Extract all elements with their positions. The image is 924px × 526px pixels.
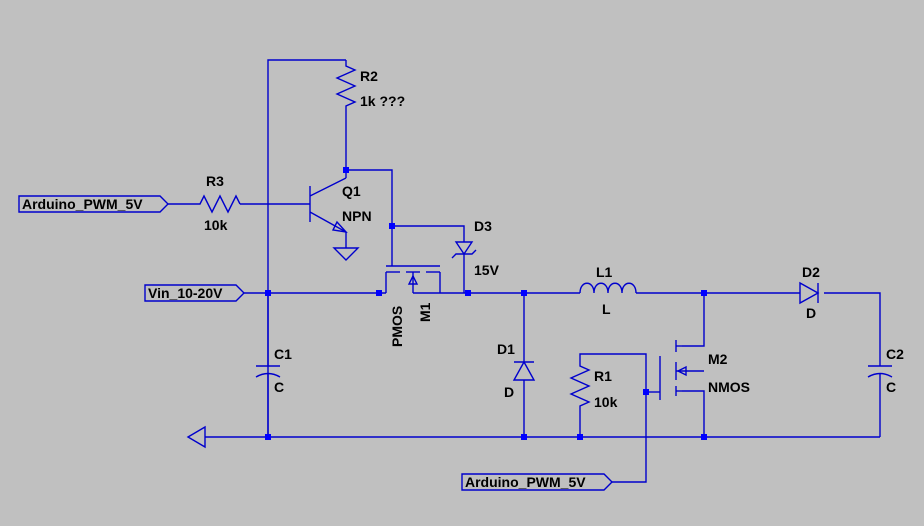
wire-collector-node xyxy=(346,169,393,226)
port-vin-label: Vin_10-20V xyxy=(148,285,223,301)
q1-value: NPN xyxy=(342,208,372,224)
port-pwm-bottom[interactable]: Arduino_PWM_5V xyxy=(461,473,613,491)
c2-value: C xyxy=(886,379,896,395)
d2-value: D xyxy=(806,305,816,321)
diode-d1[interactable]: D1 D xyxy=(497,341,536,400)
r2-ref: R2 xyxy=(360,68,378,84)
port-pwm-left-label: Arduino_PWM_5V xyxy=(22,196,143,212)
r1-value: 10k xyxy=(594,394,618,410)
m1-value: PMOS xyxy=(389,306,405,347)
wires xyxy=(168,59,881,483)
q1-ref: Q1 xyxy=(342,183,361,199)
junction-dot xyxy=(465,290,471,296)
wire-gate-d3 xyxy=(392,225,465,236)
r3-ref: R3 xyxy=(206,173,224,189)
c1-value: C xyxy=(274,379,284,395)
junction-dot xyxy=(701,434,707,440)
junction-dot xyxy=(521,290,527,296)
r1-ref: R1 xyxy=(594,368,612,384)
ground-icon xyxy=(332,247,360,261)
wire-m2-source xyxy=(682,390,705,437)
r3-value: 10k xyxy=(204,217,228,233)
d3-ref: D3 xyxy=(474,218,492,234)
m2-value: NMOS xyxy=(708,379,750,395)
resistor-r2[interactable]: R2 1k ??? xyxy=(335,60,405,110)
transistor-m1[interactable]: PMOS M1 xyxy=(385,265,441,347)
wire-r1-top xyxy=(579,353,647,392)
port-vin[interactable]: Vin_10-20V xyxy=(144,284,245,302)
d3-value: 15V xyxy=(474,262,500,278)
diode-d2[interactable]: D2 D xyxy=(799,264,820,321)
transistor-q1[interactable]: Q1 NPN xyxy=(309,170,372,233)
resistor-r1[interactable]: R1 10k xyxy=(569,362,618,410)
c1-ref: C1 xyxy=(274,346,292,362)
transistor-m2[interactable]: M2 NMOS xyxy=(659,340,750,400)
c2-ref: C2 xyxy=(886,346,904,362)
ground-flag-icon xyxy=(186,425,206,449)
wire-pwm-bottom xyxy=(612,392,647,483)
r2-value: 1k ??? xyxy=(360,93,405,109)
capacitor-c2[interactable]: C2 C xyxy=(867,346,904,395)
d1-value: D xyxy=(504,384,514,400)
junction-dot xyxy=(265,290,271,296)
junction-dot xyxy=(376,290,382,296)
junctions xyxy=(265,167,707,440)
junction-dot xyxy=(521,434,527,440)
junction-dot xyxy=(577,434,583,440)
wire-m2-drain xyxy=(682,293,705,347)
junction-dot xyxy=(389,223,395,229)
inductor-l1[interactable]: L1 L xyxy=(579,264,637,317)
junction-dot xyxy=(265,434,271,440)
port-pwm-left[interactable]: Arduino_PWM_5V xyxy=(18,195,169,213)
junction-dot xyxy=(643,389,649,395)
port-pwm-bottom-label: Arduino_PWM_5V xyxy=(465,474,586,490)
m1-ref: M1 xyxy=(417,302,433,322)
l1-ref: L1 xyxy=(596,264,613,280)
d2-ref: D2 xyxy=(802,264,820,280)
resistor-r3[interactable]: R3 10k xyxy=(196,173,241,233)
wire-d2-c2 xyxy=(824,292,881,366)
junction-dot xyxy=(343,167,349,173)
d1-ref: D1 xyxy=(497,341,515,357)
junction-dot xyxy=(701,290,707,296)
capacitor-c1[interactable]: C1 C xyxy=(255,346,292,395)
m2-ref: M2 xyxy=(708,351,728,367)
zener-diode-d3[interactable]: D3 15V xyxy=(451,218,500,278)
l1-value: L xyxy=(602,301,611,317)
